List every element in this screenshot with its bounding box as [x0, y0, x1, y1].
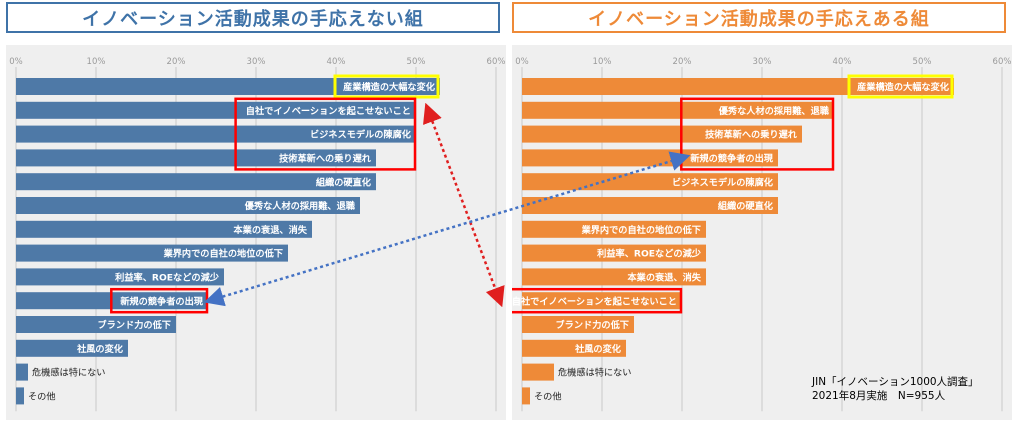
- bar: [522, 316, 634, 333]
- bar-label: 利益率、ROEなどの減少: [114, 272, 219, 284]
- right-chart-title: イノベーション活動成果の手応えある組: [512, 2, 1006, 33]
- x-tick-label: 30%: [247, 57, 266, 67]
- x-tick-label: 50%: [407, 57, 426, 67]
- x-tick-label: 0%: [515, 57, 529, 67]
- source-note: JIN「イノベーション1000人調査」 2021年8月実施 N=955人: [812, 375, 979, 403]
- x-tick-label: 10%: [87, 57, 106, 67]
- highlight-box-yellow: [847, 74, 954, 99]
- bar-label: 自社でイノベーションを起こせないこと: [246, 105, 411, 117]
- bar-label: ブランド力の低下: [98, 319, 172, 331]
- bar-label: 社風の変化: [76, 343, 124, 355]
- x-tick-label: 50%: [913, 57, 932, 67]
- bar: [16, 268, 224, 286]
- source-note-line2: 2021年8月実施 N=955人: [812, 390, 946, 402]
- bar: [16, 125, 416, 143]
- bar-label: 組織の硬直化: [718, 200, 774, 212]
- x-tick-label: 20%: [167, 57, 186, 67]
- bar-label: 利益率、ROEなどの減少: [596, 248, 701, 260]
- bar-label: 新規の競争者の出現: [690, 153, 773, 165]
- bar-label: 業界内での自社の地位の低下: [581, 224, 701, 236]
- bar: [522, 339, 626, 357]
- right-panel: イノベーション活動成果の手応えある組 0% 10% 20% 30% 40% 50% 60% 産…: [500, 2, 1014, 422]
- bar-label: 新規の競争者の出現: [120, 295, 203, 307]
- bar-label: 危機感は特にない: [32, 367, 106, 379]
- bar-label: 優秀な人材の採用難、退職: [244, 200, 356, 212]
- x-tick-label: 40%: [833, 57, 852, 67]
- bar: [16, 363, 28, 381]
- highlight-box-yellow: [333, 74, 440, 99]
- bar: [16, 339, 128, 357]
- bar-label: 組織の硬直化: [316, 176, 372, 188]
- bar-label: 業界内での自社の地位の低下: [163, 248, 283, 260]
- x-tick-label: 10%: [593, 57, 612, 67]
- x-tick-label: 60%: [993, 57, 1012, 67]
- bar: [16, 387, 24, 405]
- bar-label: ビジネスモデルの陳腐化: [672, 176, 774, 188]
- left-chart-title: イノベーション活動成果の手応えない組: [6, 2, 500, 33]
- bar-label: 危機感は特にない: [558, 367, 632, 379]
- bar-label: ブランド力の低下: [556, 319, 630, 331]
- bar: [522, 101, 834, 119]
- x-tick-label: 40%: [327, 57, 346, 67]
- bar-label: 優秀な人材の採用難、退職: [718, 105, 830, 117]
- left-bar-chart: 0% 10% 20% 30% 40% 50% 60% 産業構造の大幅な変化自社でイノベーション…: [9, 57, 506, 412]
- x-tick-label: 60%: [487, 57, 506, 67]
- bar-label: 本業の衰退、消失: [628, 272, 702, 284]
- right-bar-chart: 0% 10% 20% 30% 40% 50% 60% 産業構造の大幅な変化優秀な人材の採用難、…: [500, 57, 1012, 412]
- bar-label: 技術革新への乗り遅れ: [705, 129, 798, 141]
- bar-label: ビジネスモデルの陳腐化: [310, 129, 412, 141]
- highlight-box-red: [680, 97, 835, 171]
- bar: [522, 387, 530, 405]
- bar: [522, 363, 554, 381]
- bar-label: その他: [534, 391, 562, 403]
- bar-label: 本業の衰退、消失: [234, 224, 308, 236]
- x-tick-label: 20%: [673, 57, 692, 67]
- left-plot-area: 0% 10% 20% 30% 40% 50% 60% 産業構造の大幅な変化自社でイノベーション…: [6, 45, 506, 420]
- x-tick-label: 30%: [753, 57, 772, 67]
- bar-label: 産業構造の大幅な変化: [343, 81, 436, 93]
- bar-label: 自社でイノベーションを起こせないこと: [512, 295, 677, 307]
- x-tick-label: 0%: [9, 57, 23, 67]
- bar-label: その他: [28, 391, 56, 403]
- left-panel: イノベーション活動成果の手応えない組 0% 10% 20% 30% 40% 50% 60% 産…: [6, 2, 508, 422]
- bar-label: 産業構造の大幅な変化: [857, 81, 950, 93]
- bar: [16, 101, 416, 119]
- bar-label: 技術革新への乗り遅れ: [279, 153, 372, 165]
- bar: [522, 125, 802, 143]
- source-note-line1: JIN「イノベーション1000人調査」: [812, 376, 979, 388]
- bar: [522, 78, 954, 95]
- bar-label: 社風の変化: [574, 343, 622, 355]
- bar: [16, 316, 176, 333]
- right-plot-area: 0% 10% 20% 30% 40% 50% 60% 産業構造の大幅な変化優秀な人材の採用難、…: [500, 45, 1012, 420]
